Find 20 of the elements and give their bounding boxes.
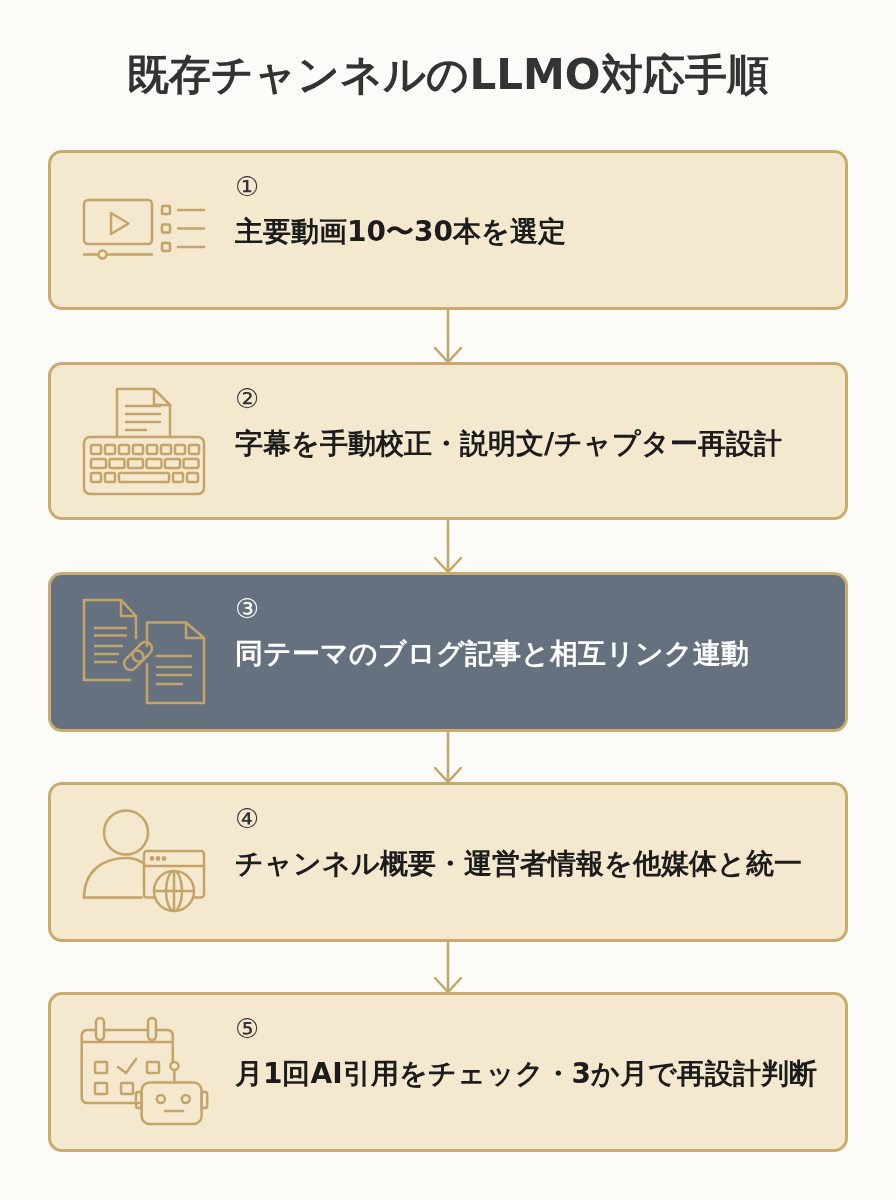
- step-text: 月1回AI引用をチェック・3か月で再設計判断: [235, 1056, 818, 1092]
- arrow: [433, 732, 463, 784]
- arrow: [433, 520, 463, 574]
- step-number: ⑤: [235, 1013, 260, 1045]
- step-box: [48, 150, 848, 310]
- step-box: [48, 362, 848, 520]
- step-text: 主要動画10〜30本を選定: [235, 214, 566, 250]
- step-number: ③: [235, 593, 260, 625]
- title: 既存チャンネルのLLMO対応手順: [127, 49, 769, 101]
- step-box: [48, 572, 848, 732]
- step-number: ①: [235, 171, 260, 203]
- step-box: [48, 992, 848, 1152]
- step-text: 字幕を手動校正・説明文/チャプター再設計: [235, 426, 783, 462]
- step-box: [48, 782, 848, 942]
- step-number: ②: [235, 383, 260, 415]
- arrow: [433, 310, 463, 364]
- step-text: 同テーマのブログ記事と相互リンク連動: [235, 636, 749, 672]
- arrow: [433, 942, 463, 994]
- step-text: チャンネル概要・運営者情報を他媒体と統一: [235, 846, 802, 882]
- step-number: ④: [235, 803, 260, 835]
